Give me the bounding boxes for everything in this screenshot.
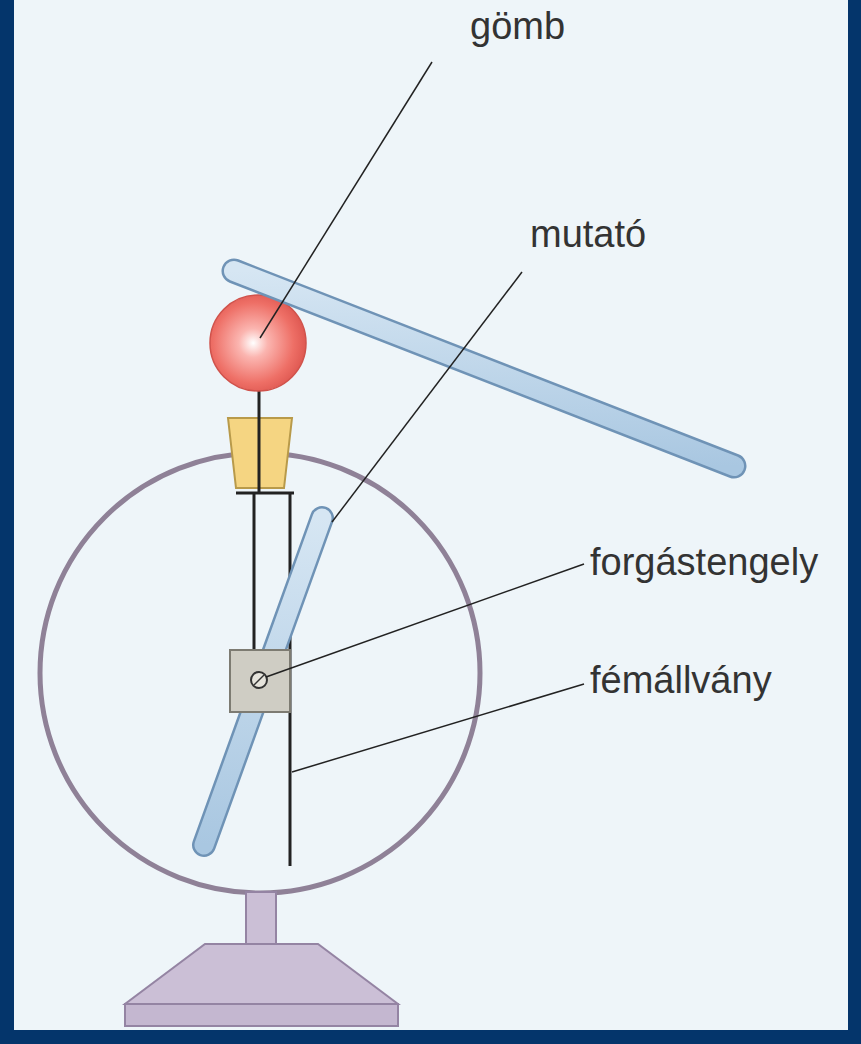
stand-neck — [246, 892, 276, 944]
charged-rod-outline — [234, 271, 734, 466]
metal-plate — [236, 492, 294, 495]
part-label: forgástengely — [590, 542, 818, 584]
axis-mark — [254, 675, 264, 685]
charged-rod — [234, 271, 734, 466]
leader-line — [332, 272, 522, 522]
metal-rod — [258, 380, 261, 493]
part-label: mutató — [530, 214, 646, 256]
part-label: gömb — [470, 6, 565, 48]
leader-line — [266, 564, 584, 677]
stand-base — [125, 944, 398, 1004]
part-label: fémállvány — [590, 660, 772, 702]
leader-line — [260, 62, 432, 338]
metal-ball — [210, 295, 306, 391]
pointer-outline — [204, 518, 322, 845]
axis-block — [230, 650, 290, 712]
housing — [40, 453, 480, 893]
metal-stand — [253, 493, 256, 652]
pointer — [204, 518, 322, 845]
rotation-axis — [251, 672, 267, 688]
stand-foot — [125, 1004, 398, 1026]
background-panel — [14, 0, 848, 1030]
leader-line — [292, 684, 584, 772]
